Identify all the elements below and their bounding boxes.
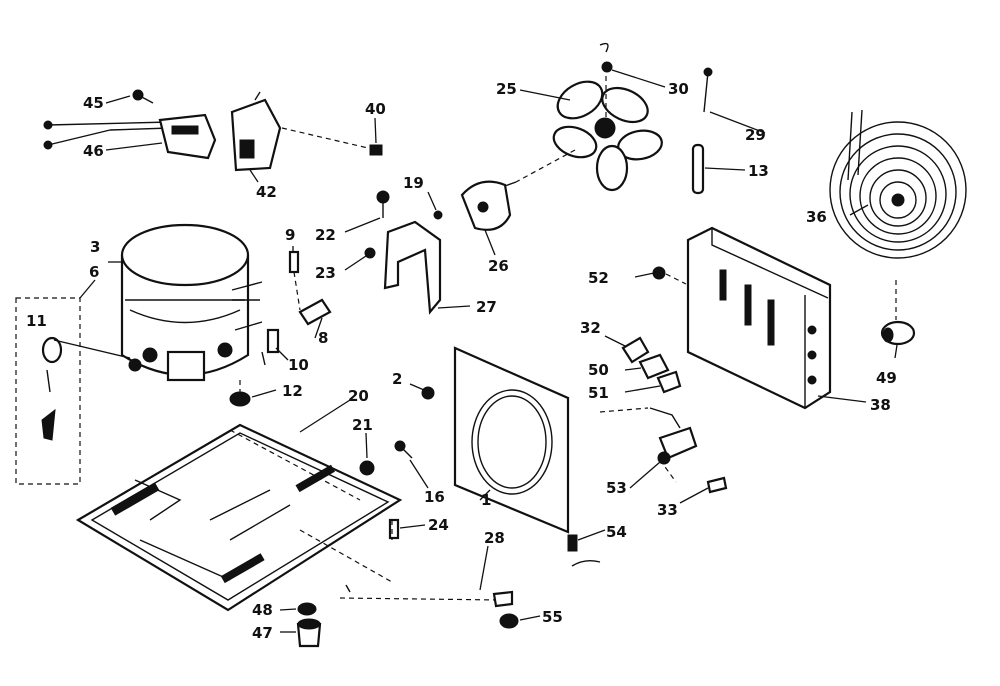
callout-13: 13 — [748, 162, 769, 180]
callout-22: 22 — [315, 226, 336, 244]
callout-49: 49 — [876, 369, 897, 387]
callout-50: 50 — [588, 361, 609, 379]
part-2-clip — [421, 386, 435, 400]
part-48-washer — [297, 602, 317, 616]
part-55-cap — [499, 613, 519, 629]
callout-23: 23 — [315, 264, 336, 282]
part-42-switch — [230, 91, 282, 172]
callout-9: 9 — [285, 226, 295, 244]
part-22-screw — [376, 190, 390, 218]
part-54-screw — [567, 534, 601, 567]
part-52-knob — [652, 266, 666, 280]
part-16-screw — [394, 440, 413, 459]
part-6-overload-group — [15, 297, 81, 485]
callout-25: 25 — [496, 80, 517, 98]
leader-lines — [53, 69, 898, 633]
callout-40: 40 — [365, 100, 386, 118]
callout-26: 26 — [488, 257, 509, 275]
callout-12: 12 — [282, 382, 303, 400]
part-30-nut — [599, 42, 613, 73]
part-8-clip — [298, 298, 332, 326]
part-24-screw — [388, 518, 400, 540]
callout-28: 28 — [484, 529, 505, 547]
part-33-screw — [706, 476, 728, 494]
part-32-capacitor-clip — [621, 336, 650, 364]
callout-labels: 45 46 42 40 25 30 29 13 36 19 22 23 26 2… — [26, 80, 897, 642]
callout-11: 11 — [26, 312, 47, 330]
part-38-control-box — [686, 226, 832, 410]
callout-20: 20 — [348, 387, 369, 405]
callout-24: 24 — [428, 516, 449, 534]
callout-36: 36 — [806, 208, 827, 226]
callout-33: 33 — [657, 501, 678, 519]
part-46-terminal-block — [43, 113, 217, 160]
callout-2: 2 — [392, 370, 402, 388]
part-23-nut — [364, 247, 376, 259]
callout-16: 16 — [424, 488, 445, 506]
part-20-base-pan — [75, 423, 403, 612]
part-45-screw — [132, 89, 154, 104]
callout-51: 51 — [588, 384, 609, 402]
callout-32: 32 — [580, 319, 601, 337]
part-50-switch — [638, 353, 670, 380]
part-51-switch — [649, 370, 682, 429]
callout-55: 55 — [542, 608, 563, 626]
callout-38: 38 — [870, 396, 891, 414]
part-25-fan-blade — [552, 80, 663, 192]
callout-48: 48 — [252, 601, 273, 619]
callout-45: 45 — [83, 94, 104, 112]
part-40-screw — [369, 144, 383, 156]
callout-8: 8 — [318, 329, 328, 347]
callout-54: 54 — [606, 523, 627, 541]
part-53-switch — [657, 426, 698, 465]
callout-47: 47 — [252, 624, 273, 642]
callout-6: 6 — [89, 263, 99, 281]
callout-27: 27 — [476, 298, 497, 316]
part-10-bolt — [261, 328, 280, 366]
part-26-fan-motor — [460, 180, 517, 231]
callout-52: 52 — [588, 269, 609, 287]
callout-21: 21 — [352, 416, 373, 434]
callout-1: 1 — [481, 491, 491, 509]
part-29-rod — [703, 67, 713, 113]
callout-30: 30 — [668, 80, 689, 98]
part-27-motor-bracket — [383, 210, 443, 315]
part-21-grommet — [359, 460, 375, 476]
part-47-foot — [296, 618, 322, 648]
part-1-shroud — [453, 346, 570, 534]
part-49-fitting — [880, 320, 916, 346]
part-12-grommet — [229, 391, 251, 407]
callout-29: 29 — [745, 126, 766, 144]
callout-53: 53 — [606, 479, 627, 497]
callout-3: 3 — [90, 238, 100, 256]
part-36-coil — [829, 109, 967, 259]
part-9-screw — [288, 250, 300, 274]
callout-10: 10 — [288, 356, 309, 374]
callout-42: 42 — [256, 183, 277, 201]
part-3-compressor — [120, 223, 263, 382]
part-28-drain-tube — [339, 584, 514, 608]
part-13-spring — [691, 143, 705, 195]
callout-46: 46 — [83, 142, 104, 160]
callout-19: 19 — [403, 174, 424, 192]
